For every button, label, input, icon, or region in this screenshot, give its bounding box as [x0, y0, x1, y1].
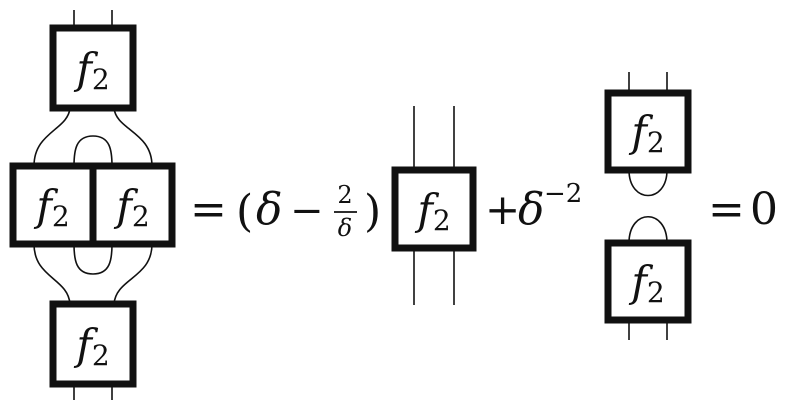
strand: [33, 107, 71, 167]
strand: [113, 243, 153, 305]
box-subscript: 2: [92, 339, 110, 372]
cap-arc: [628, 216, 668, 244]
cup-arc: [628, 169, 668, 197]
plus-sign: +: [485, 185, 520, 234]
svg-text:f2: f2: [628, 257, 664, 309]
equals-sign-1: =: [190, 184, 227, 235]
close-paren: ): [364, 186, 381, 237]
delta-exponent: −2: [544, 179, 582, 209]
box-subscript: 2: [132, 200, 150, 233]
result-zero: 0: [750, 184, 778, 235]
box-subscript: 2: [433, 204, 451, 237]
fraction-numerator: 2: [337, 181, 352, 209]
box-subscript: 2: [92, 63, 110, 96]
box-subscript: 2: [647, 276, 665, 309]
f2-box-top: f2: [49, 24, 137, 112]
f2-box-bottom: f2: [49, 300, 137, 388]
f2-box-stack-top: f2: [604, 89, 692, 174]
delta-symbol: δ: [518, 184, 545, 235]
strand: [33, 243, 71, 305]
f2-box-middle-left: f2: [9, 162, 97, 248]
box-subscript: 2: [52, 200, 70, 233]
coefficient-delta: δ: [256, 184, 283, 235]
f2-box-single: f2: [391, 106, 477, 305]
svg-text:f2: f2: [73, 44, 109, 96]
f2-box-stack: f2 f2: [604, 72, 692, 340]
box-subscript: 2: [647, 126, 665, 159]
fraction-denominator: δ: [338, 214, 352, 242]
minus-sign: −: [290, 188, 324, 234]
f2-box-stack-bottom: f2: [604, 239, 692, 324]
left-diagram: f2 f2 f2 f2: [9, 10, 176, 400]
f2-box-middle-right: f2: [89, 162, 176, 248]
strand: [113, 107, 153, 167]
open-paren: (: [236, 186, 253, 237]
equals-sign-2: =: [708, 184, 745, 235]
cap-arc: [73, 135, 113, 167]
cup-arc: [73, 243, 113, 275]
